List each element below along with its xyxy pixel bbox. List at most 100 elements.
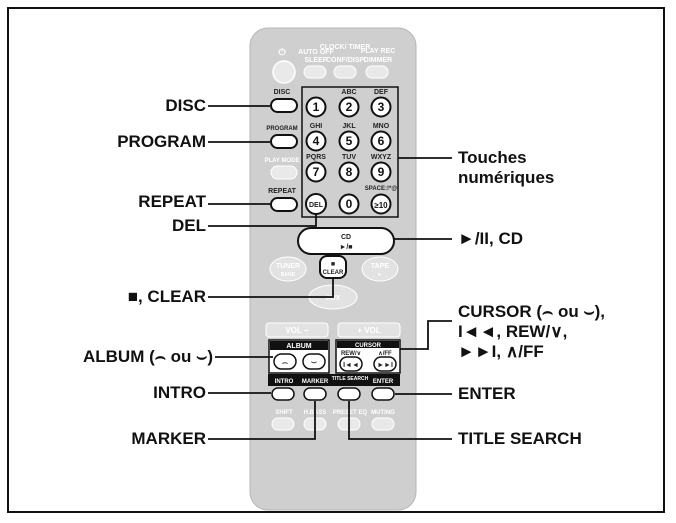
conf-disp-label: CONF/DISP [326,57,364,64]
svg-text:PRESET EQ: PRESET EQ [333,410,368,416]
power-icon: ⏻ [278,47,286,57]
number-key-6 [305,161,327,183]
svg-text:PQRS: PQRS [306,154,326,161]
number-key-label-6: 7 [313,165,320,179]
tuner-button [269,256,307,282]
leader-del [208,214,317,227]
callout-album: ALBUM (⌢ ou ⌣) [82,347,213,366]
marker-button [303,387,327,401]
number-key-label-9: 0 [346,197,353,211]
svg-text:INTRO: INTRO [275,379,294,385]
clock-timer-label: CLOCK/ TIMER [320,44,371,51]
svg-text:ALBUM: ALBUM [286,343,311,350]
leader-stop-clear [208,278,334,298]
svg-text:TUV: TUV [342,154,356,161]
svg-text:I◄◄: I◄◄ [343,362,359,369]
number-key-9 [338,193,360,215]
power-button [272,60,296,84]
number-keys: 1 2 3 4 5 6 7 8 9 0 ≥10 [305,96,392,215]
number-key-label-7: 8 [346,165,353,179]
callout-cursor-line-3: ►►I, ∧/FF [458,342,544,361]
callout-disc: DISC [165,96,206,115]
number-key-label-4: 5 [346,134,353,148]
callout-numeric-keys: Touches numériques [458,148,554,188]
svg-text:JKL: JKL [342,123,356,130]
leader-marker [208,401,316,440]
function-label-bar [268,374,400,386]
svg-text:CD: CD [341,234,351,241]
callout-cursor: CURSOR (⌢ ou ⌣), I◄◄, REW/∨, ►►I, ∧/FF [458,302,605,362]
svg-text:TITLE SEARCH: TITLE SEARCH [332,376,369,382]
number-key-label-0: 1 [313,100,320,114]
enter-button [371,387,395,401]
rew-button [339,356,363,372]
svg-text:⌢: ⌢ [282,357,288,367]
play-mode-label: PLAY MODE [264,158,299,164]
vol-minus-button [265,322,329,338]
number-key-label-8: 9 [378,165,385,179]
leader-cursor [400,320,452,350]
del-label: DEL [309,202,324,209]
svg-text:TUNER: TUNER [276,263,300,270]
callout-title-search: TITLE SEARCH [458,429,582,448]
callout-intro: INTRO [153,383,206,402]
program-label: PROGRAM [266,126,297,132]
vol-plus-button [337,322,401,338]
number-key-label-3: 4 [313,134,320,148]
number-key-label-2: 3 [378,100,385,114]
number-key-2 [370,96,392,118]
number-key-3 [305,130,327,152]
callout-del: DEL [172,216,206,235]
svg-text:SPACE:!*@: SPACE:!*@ [365,186,398,192]
svg-text:TAPE: TAPE [371,263,389,270]
clock-button [333,65,357,79]
svg-text:CURSOR: CURSOR [355,343,382,349]
number-key-7 [338,161,360,183]
intro-button [271,387,295,401]
svg-text:CLEAR: CLEAR [323,270,344,276]
svg-text:WXYZ: WXYZ [371,154,392,161]
callout-cursor-line-2: I◄◄, REW/∨, [458,322,568,341]
play-rec-button [365,65,389,79]
number-key-1 [338,96,360,118]
number-key-8 [370,161,392,183]
auto-off-label: AUTO OFF [298,49,334,56]
ff-button [373,356,397,372]
disc-button [270,98,298,113]
leader-lines [208,105,452,440]
sleep-button [303,65,327,79]
number-key-label-10: ≥10 [374,201,388,210]
callout-cursor-line-1: CURSOR (⌢ ou ⌣), [458,302,606,321]
svg-text:►►I: ►►I [377,362,393,369]
callout-marker: MARKER [131,429,206,448]
callout-enter: ENTER [458,384,516,403]
callout-play-cd: ►/II, CD [458,229,523,248]
svg-text:VOL −: VOL − [285,326,309,335]
album-up-button [302,353,326,370]
number-key-5 [370,130,392,152]
tape-button [361,256,399,282]
callout-program: PROGRAM [117,132,206,151]
muting-button [371,417,395,431]
keypad-frame [301,86,399,218]
svg-text:DEF: DEF [374,89,389,96]
svg-text:ENTER: ENTER [373,379,394,385]
svg-text:REW/∨: REW/∨ [341,351,361,357]
number-key-label-5: 6 [378,134,385,148]
shift-button [271,417,295,431]
number-key-0 [305,96,327,118]
svg-text:MARKER: MARKER [302,379,329,385]
svg-text:►/■: ►/■ [339,244,352,251]
number-key-4 [338,130,360,152]
play-mode-button [270,165,298,180]
album-down-button [273,353,297,370]
repeat-button [270,197,298,212]
svg-text:ABC: ABC [341,89,356,96]
number-key-label-1: 2 [346,100,353,114]
svg-text:BAND: BAND [281,272,296,278]
dimmer-label: DIMMER [364,57,392,64]
svg-text:⌣: ⌣ [311,357,317,367]
title-search-button [337,387,361,401]
